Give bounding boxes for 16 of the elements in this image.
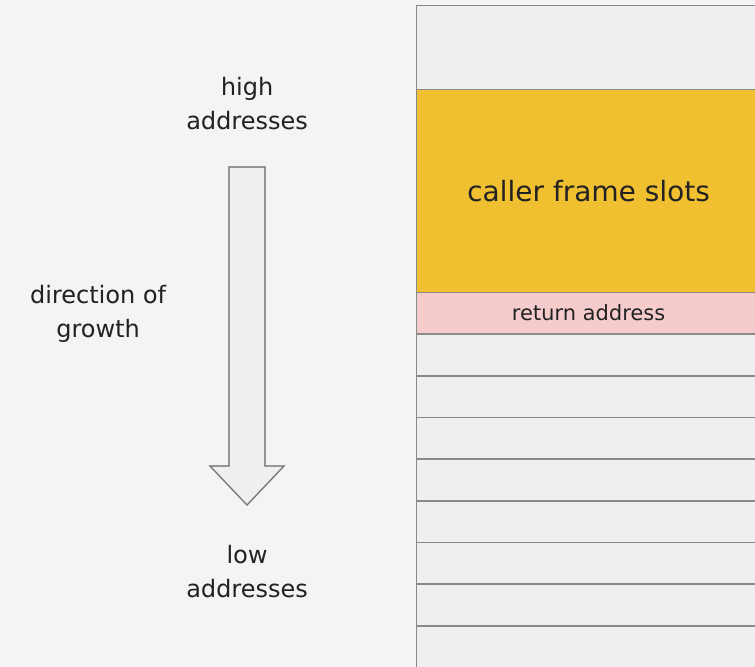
empty-stack-slot [416,626,755,667]
empty-stack-slot [416,501,755,543]
slot-label: return address [512,301,666,325]
empty-stack-slot [416,584,755,626]
empty-stack-slot [416,417,755,459]
address-label: high addresses [185,72,309,137]
stack-slot [416,292,755,334]
direction-label: direction of growth [29,280,168,345]
empty-stack-slot [416,459,755,501]
address-label: low addresses [185,540,309,605]
slot-label: caller frame slots [467,174,710,208]
empty-stack-slot [416,542,755,584]
empty-stack-slot [416,334,755,376]
empty-stack-slot [416,5,755,91]
stack-slot [416,89,755,293]
empty-stack-slot [416,376,755,418]
